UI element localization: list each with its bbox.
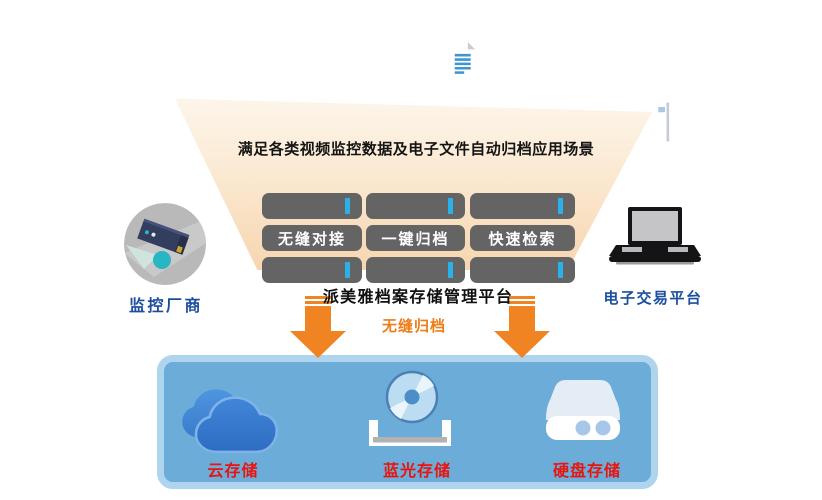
application-scenarios-caption: 满足各类视频监控数据及电子文件自动归档应用场景	[237, 141, 595, 158]
left-source-label: 监控厂商	[128, 298, 204, 315]
down-arrow-icon	[290, 296, 346, 358]
cctv-camera-icon	[126, 104, 180, 141]
right-source-label: 电子交易平台	[603, 290, 703, 307]
rack-led-bar	[558, 198, 563, 214]
surveillance-vendor-badge	[124, 203, 206, 290]
bubble-cctv	[112, 78, 204, 170]
storage-cabinet-icon	[655, 102, 682, 142]
rack-unit	[262, 193, 362, 219]
feature-fast-retrieval: 快速检索	[470, 225, 575, 251]
archive-binders-icon	[338, 41, 381, 81]
bubble-document	[420, 19, 504, 103]
surveillance-camera-icon	[124, 203, 206, 285]
down-arrow-icon	[494, 296, 550, 358]
cloud-storage-label: 云存储	[207, 463, 259, 480]
bluray-storage-label: 蓝光存储	[382, 463, 452, 480]
etrading-badge	[606, 206, 702, 271]
rack-unit	[470, 257, 575, 283]
laptop-icon	[609, 207, 701, 265]
cloud-storage-item	[176, 372, 302, 463]
bluray-disc-icon	[369, 370, 451, 446]
document-icon	[450, 42, 476, 80]
feature-seamless-connect: 无缝对接	[262, 225, 362, 251]
rack-unit	[470, 193, 575, 219]
hdd-storage-label: 硬盘存储	[552, 463, 622, 480]
platform-title: 派美雅档案存储管理平台	[322, 289, 514, 306]
bubble-disc	[536, 35, 620, 119]
rack-led-bar	[448, 262, 453, 278]
bluray-storage-item	[360, 366, 460, 457]
rack-unit	[366, 193, 465, 219]
bubble-archives	[319, 20, 401, 102]
rack-unit	[366, 257, 465, 283]
rack-led-bar	[558, 262, 563, 278]
optical-disc-icon	[557, 56, 599, 98]
rack-led-bar	[345, 262, 350, 278]
rack-led-bar	[448, 198, 453, 214]
feature-one-key-archive: 一键归档	[366, 225, 465, 251]
hard-drive-icon	[546, 380, 620, 440]
bubble-video	[210, 38, 290, 118]
rack-led-bar	[345, 198, 350, 214]
rack-unit	[262, 257, 362, 283]
seamless-archive-label: 无缝归档	[381, 318, 447, 335]
cloud-icon	[182, 389, 279, 454]
video-film-icon	[230, 63, 270, 93]
hdd-storage-item	[538, 372, 628, 447]
bubble-cabinet	[624, 78, 712, 166]
